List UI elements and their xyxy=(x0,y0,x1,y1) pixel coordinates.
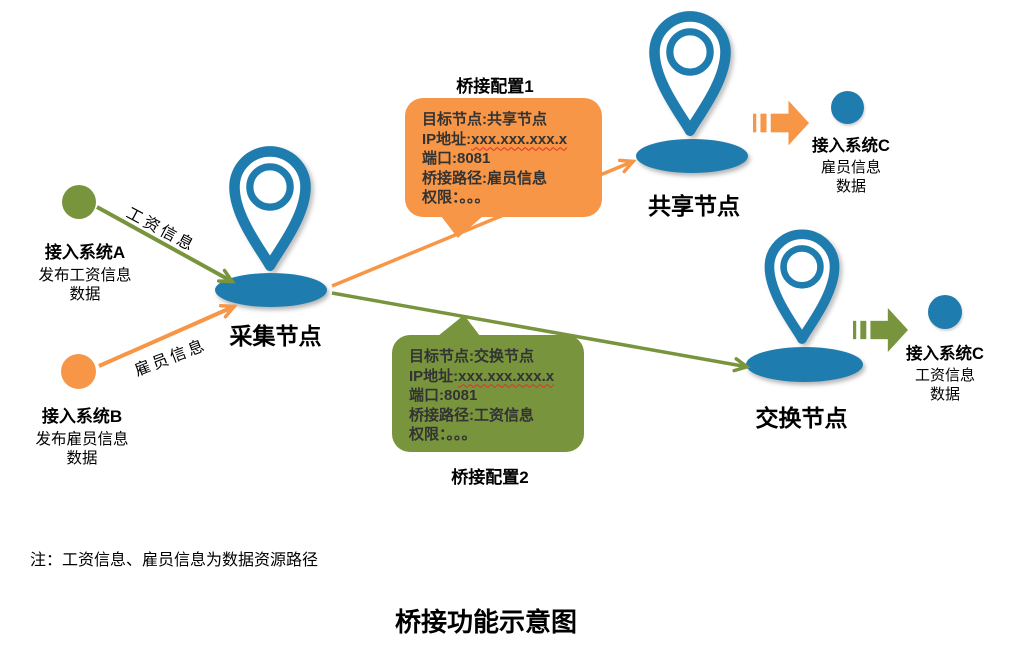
system-a-desc-line1: 发布工资信息 xyxy=(38,267,132,284)
striped-arrow-icon xyxy=(853,308,908,352)
callout2-port: 端口:8081 xyxy=(409,387,478,404)
callout2-ip-prefix: IP地址: xyxy=(409,367,459,385)
callout1-ip-prefix: IP地址: xyxy=(422,130,472,148)
bridge-config-2-callout: 目标节点:交换节点 IP地址:xxx.xxx.xxx.x 端口:8081 桥接路… xyxy=(392,315,584,452)
callout2-ip-value: xxx.xxx.xxx.x xyxy=(458,367,555,385)
system-c-top-circle xyxy=(831,91,864,124)
share-node-ellipse xyxy=(636,139,748,173)
system-b-desc-line1: 发布雇员信息 xyxy=(35,431,129,448)
system-a-circle xyxy=(62,185,96,219)
system-a-name: 接入系统A xyxy=(44,243,126,262)
callout1-ip: IP地址:xxx.xxx.xxx.x xyxy=(422,130,588,150)
system-b-circle xyxy=(61,354,96,389)
footnote: 注：工资信息、雇员信息为数据资源路径 xyxy=(30,552,319,569)
callout2-path: 桥接路径:工资信息 xyxy=(409,406,534,424)
system-c-bottom-desc: 工资信息 数据 xyxy=(890,366,1000,404)
share-node-label: 共享节点 xyxy=(648,193,740,219)
pin-inner-circle xyxy=(246,163,294,211)
diagram-title: 桥接功能示意图 xyxy=(394,607,577,637)
system-b-desc-line2: 数据 xyxy=(66,450,98,467)
system-c-top-desc: 雇员信息 数据 xyxy=(796,158,906,196)
collect-node-label: 采集节点 xyxy=(229,323,322,349)
edge-system-a-to-collect xyxy=(96,205,236,284)
system-c-bottom-desc-line2: 数据 xyxy=(929,386,960,403)
system-a-desc-line2: 数据 xyxy=(69,286,101,303)
exchange-node-label: 交换节点 xyxy=(755,405,848,431)
callout1-path: 桥接路径:雇员信息 xyxy=(422,169,547,187)
striped-arrow-icon xyxy=(753,100,809,146)
system-c-top-desc-line1: 雇员信息 xyxy=(820,159,881,176)
exchange-node-ellipse xyxy=(746,347,863,382)
system-b-desc: 发布雇员信息 数据 xyxy=(17,430,147,468)
callout1-port: 端口:8081 xyxy=(422,150,491,167)
location-pin-icon xyxy=(229,146,311,271)
callout2-ip: IP地址:xxx.xxx.xxx.x xyxy=(409,367,570,387)
bridge-config-2-title: 桥接配置2 xyxy=(451,468,529,487)
bridge-config-1-callout: 目标节点:共享节点 IP地址:xxx.xxx.xxx.x 端口:8081 桥接路… xyxy=(405,98,602,238)
system-c-bottom-name: 接入系统C xyxy=(906,345,984,363)
callout2-permission: 权限：。。。 xyxy=(409,426,477,443)
location-pin-icon xyxy=(764,229,840,344)
system-c-bottom-desc-line1: 工资信息 xyxy=(914,367,975,384)
callout1-permission: 权限：。。。 xyxy=(422,189,490,206)
system-b-name: 接入系统B xyxy=(41,407,123,426)
callout1-ip-value: xxx.xxx.xxx.x xyxy=(471,130,568,148)
system-c-bottom-circle xyxy=(928,295,962,329)
system-c-top-desc-line2: 数据 xyxy=(835,178,866,195)
callout1-target: 目标节点:共享节点 xyxy=(422,111,547,128)
system-a-desc: 发布工资信息 数据 xyxy=(20,266,150,304)
callout2-target: 目标节点:交换节点 xyxy=(409,348,534,365)
system-c-top-name: 接入系统C xyxy=(812,137,890,155)
location-pin-icon xyxy=(649,11,731,136)
edge-collect-to-exchange xyxy=(331,291,751,373)
edge-system-b-to-collect xyxy=(98,304,238,368)
pin-inner-circle xyxy=(780,245,824,289)
bridge-config-1-title: 桥接配置1 xyxy=(456,77,534,96)
pin-inner-circle xyxy=(666,28,714,76)
